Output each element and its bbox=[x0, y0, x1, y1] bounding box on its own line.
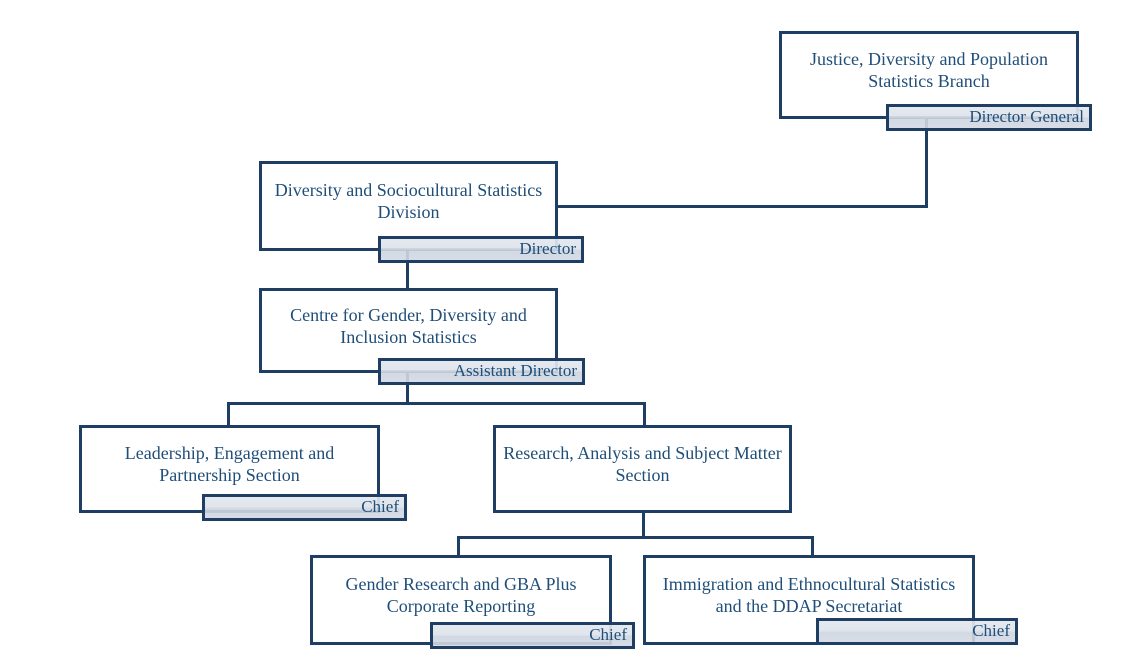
org-node-title: Centre for Gender, Diversity and Inclusi… bbox=[290, 304, 527, 347]
connector-branch-to-division-horizontal bbox=[556, 205, 928, 208]
role-label-assistant-director: Assistant Director bbox=[378, 358, 585, 385]
role-label-chief-leadership: Chief bbox=[202, 494, 407, 521]
connector-drop-to-research bbox=[643, 402, 646, 427]
role-label-chief-gender-research: Chief bbox=[430, 622, 635, 649]
connector-centre-stem-vertical bbox=[406, 370, 409, 405]
connector-drop-to-gender-research bbox=[457, 536, 460, 557]
connector-research-stem-vertical bbox=[642, 510, 645, 539]
role-label-chief-immigration: Chief bbox=[816, 618, 1018, 645]
connector-centre-branch-horizontal bbox=[227, 402, 646, 405]
org-node-research-section: Research, Analysis and Subject Matter Se… bbox=[493, 425, 792, 513]
connector-branch-to-division-vertical bbox=[925, 117, 928, 208]
connector-research-branch-horizontal bbox=[457, 536, 814, 539]
role-label-director: Director bbox=[378, 236, 584, 263]
org-node-title: Leadership, Engagement and Partnership S… bbox=[124, 443, 335, 485]
connector-drop-to-leadership bbox=[227, 402, 230, 427]
role-label-director-general: Director General bbox=[886, 104, 1092, 131]
connector-drop-to-immigration bbox=[811, 536, 814, 557]
connector-division-to-centre-vertical bbox=[406, 248, 409, 290]
org-node-title: Justice, Diversity and Population Statis… bbox=[810, 49, 1048, 91]
org-node-title: Immigration and Ethnocultural Statistics… bbox=[662, 574, 956, 616]
org-node-title: Research, Analysis and Subject Matter Se… bbox=[503, 443, 782, 485]
org-node-title: Gender Research and GBA Plus Corporate R… bbox=[345, 574, 577, 616]
org-node-title: Diversity and Sociocultural Statistics D… bbox=[274, 180, 543, 222]
